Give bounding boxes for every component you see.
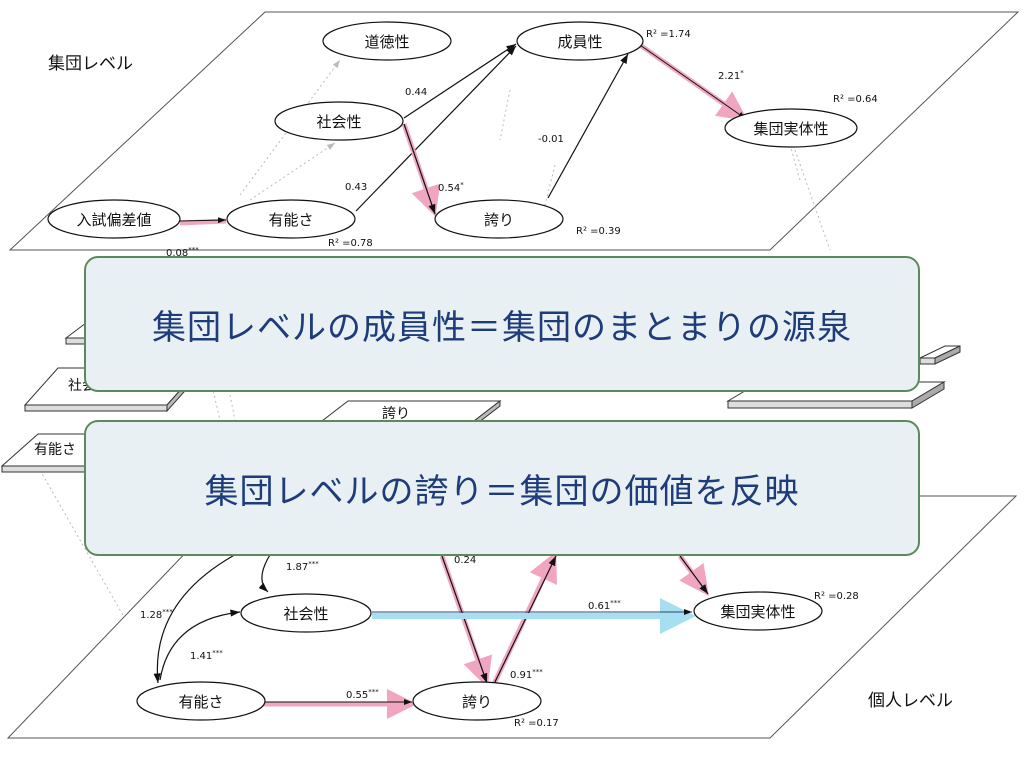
- group-node-membership: 成員性: [516, 21, 644, 61]
- individual-level-label: 個人レベル: [868, 691, 953, 711]
- callout-membership-source: 集団レベルの成員性＝集団のまとまりの源泉: [84, 256, 920, 392]
- group-level-paths: [355, 43, 629, 212]
- callout-pride-text: 集団レベルの誇り＝集団の価値を反映: [204, 471, 800, 512]
- r2-individual-pride: R² =0.17: [514, 718, 559, 729]
- individual-node-sociality: 社会性: [240, 593, 372, 633]
- group-node-competence: 有能さ: [226, 199, 356, 239]
- group-node-sociality: 社会性: [274, 101, 404, 141]
- individual-node-entitativity: 集団実体性: [693, 591, 823, 631]
- coef-individual-c1: 1.87***: [286, 560, 319, 573]
- svg-text:成員性: 成員性: [557, 33, 602, 51]
- individual-node-pride: 誇り: [412, 681, 542, 721]
- r2-individual-entitativity: R² =0.28: [814, 591, 859, 602]
- svg-text:社会性: 社会性: [316, 113, 361, 131]
- coef-individual-c2: 1.28***: [140, 608, 173, 621]
- svg-text:集団実体性: 集団実体性: [720, 603, 795, 621]
- group-node-pride: 誇り: [434, 199, 564, 239]
- coef-competence-membership: 0.43: [345, 182, 367, 193]
- r2-membership: R² =1.74: [646, 29, 691, 40]
- r2-pride: R² =0.39: [576, 226, 621, 237]
- svg-text:有能さ: 有能さ: [268, 211, 313, 229]
- group-level-plane: [8, 11, 1020, 251]
- coef-sociality-membership: 0.44: [405, 87, 427, 98]
- svg-text:誇り: 誇り: [462, 693, 492, 711]
- coef-competence-pride: 0.55***: [346, 688, 379, 701]
- r2-entitativity: R² =0.64: [833, 94, 878, 105]
- svg-text:道徳性: 道徳性: [364, 33, 409, 51]
- coef-down-to-pride: 0.24: [454, 555, 476, 566]
- group-node-morality: 道徳性: [322, 21, 452, 61]
- callout-membership-text: 集団レベルの成員性＝集団のまとまりの源泉: [152, 307, 852, 348]
- group-node-entitativity: 集団実体性: [724, 108, 858, 148]
- svg-text:誇り: 誇り: [484, 211, 514, 229]
- svg-text:有能さ: 有能さ: [34, 442, 76, 458]
- coef-sociality-pride: 0.54*: [438, 181, 464, 194]
- coef-exam-competence: 0.08***: [166, 246, 199, 259]
- coef-pride-up: 0.91***: [510, 668, 543, 681]
- coef-individual-c3: 1.41***: [190, 649, 223, 662]
- callout-pride-value: 集団レベルの誇り＝集団の価値を反映: [84, 420, 920, 556]
- svg-text:有能さ: 有能さ: [178, 693, 223, 711]
- coef-membership-entitativity: 2.21*: [718, 69, 744, 82]
- group-node-exam-score: 入試偏差値: [47, 199, 181, 239]
- individual-level-significant-paths: [262, 551, 709, 719]
- individual-blue-path: [372, 598, 696, 634]
- svg-text:入試偏差値: 入試偏差値: [76, 211, 151, 229]
- individual-node-competence: 有能さ: [136, 681, 266, 721]
- svg-text:社会性: 社会性: [283, 605, 328, 623]
- r2-competence: R² =0.78: [328, 238, 373, 249]
- group-level-label: 集団レベル: [48, 54, 133, 74]
- middle-card-blank-2: [919, 345, 961, 365]
- coef-pride-membership: -0.01: [538, 134, 564, 145]
- coef-sociality-entitativity: 0.61***: [588, 599, 621, 612]
- svg-text:誇り: 誇り: [382, 406, 410, 422]
- group-level-significant-paths: [179, 42, 749, 226]
- svg-text:集団実体性: 集団実体性: [753, 120, 828, 138]
